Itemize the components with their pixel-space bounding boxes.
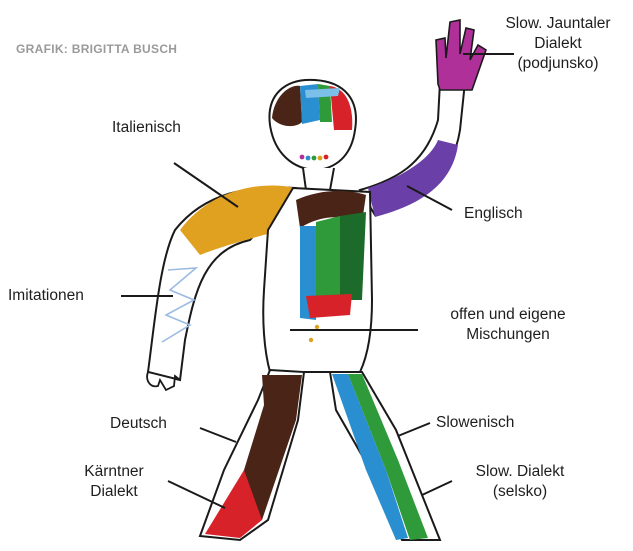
label-slow-dialekt-line2: (selsko) — [450, 482, 590, 502]
legs — [200, 370, 440, 540]
label-slow-dialekt-line1: Slow. Dialekt — [450, 462, 590, 482]
label-offen-line1: offen und eigene — [418, 305, 598, 325]
label-slow-jauntaler-line3: (podjunsko) — [488, 54, 628, 74]
label-slow-jauntaler-line2: Dialekt — [488, 34, 628, 54]
pointer-italienisch — [174, 163, 238, 207]
label-imitationen: Imitationen — [8, 286, 84, 306]
label-slow-dialekt: Slow. Dialekt (selsko) — [450, 462, 590, 502]
label-kaerntner: Kärntner Dialekt — [64, 462, 164, 502]
label-kaerntner-line2: Dialekt — [64, 482, 164, 502]
label-deutsch: Deutsch — [110, 414, 167, 434]
raised-arm — [360, 20, 486, 217]
pointer-slow-dialekt — [422, 481, 452, 495]
neck — [303, 168, 334, 190]
label-offen: offen und eigene Mischungen — [418, 305, 598, 345]
label-slow-jauntaler: Slow. Jauntaler Dialekt (podjunsko) — [488, 14, 628, 74]
label-englisch: Englisch — [464, 204, 523, 224]
graphic-credit: GRAFIK: BRIGITTA BUSCH — [16, 42, 177, 56]
pointer-deutsch — [200, 428, 236, 442]
label-kaerntner-line1: Kärntner — [64, 462, 164, 482]
pointer-slowenisch — [398, 423, 430, 436]
label-slowenisch: Slowenisch — [436, 413, 514, 433]
torso — [263, 188, 372, 372]
label-slow-jauntaler-line1: Slow. Jauntaler — [488, 14, 628, 34]
head — [269, 80, 355, 170]
label-italienisch: Italienisch — [112, 118, 181, 138]
label-offen-line2: Mischungen — [418, 325, 598, 345]
